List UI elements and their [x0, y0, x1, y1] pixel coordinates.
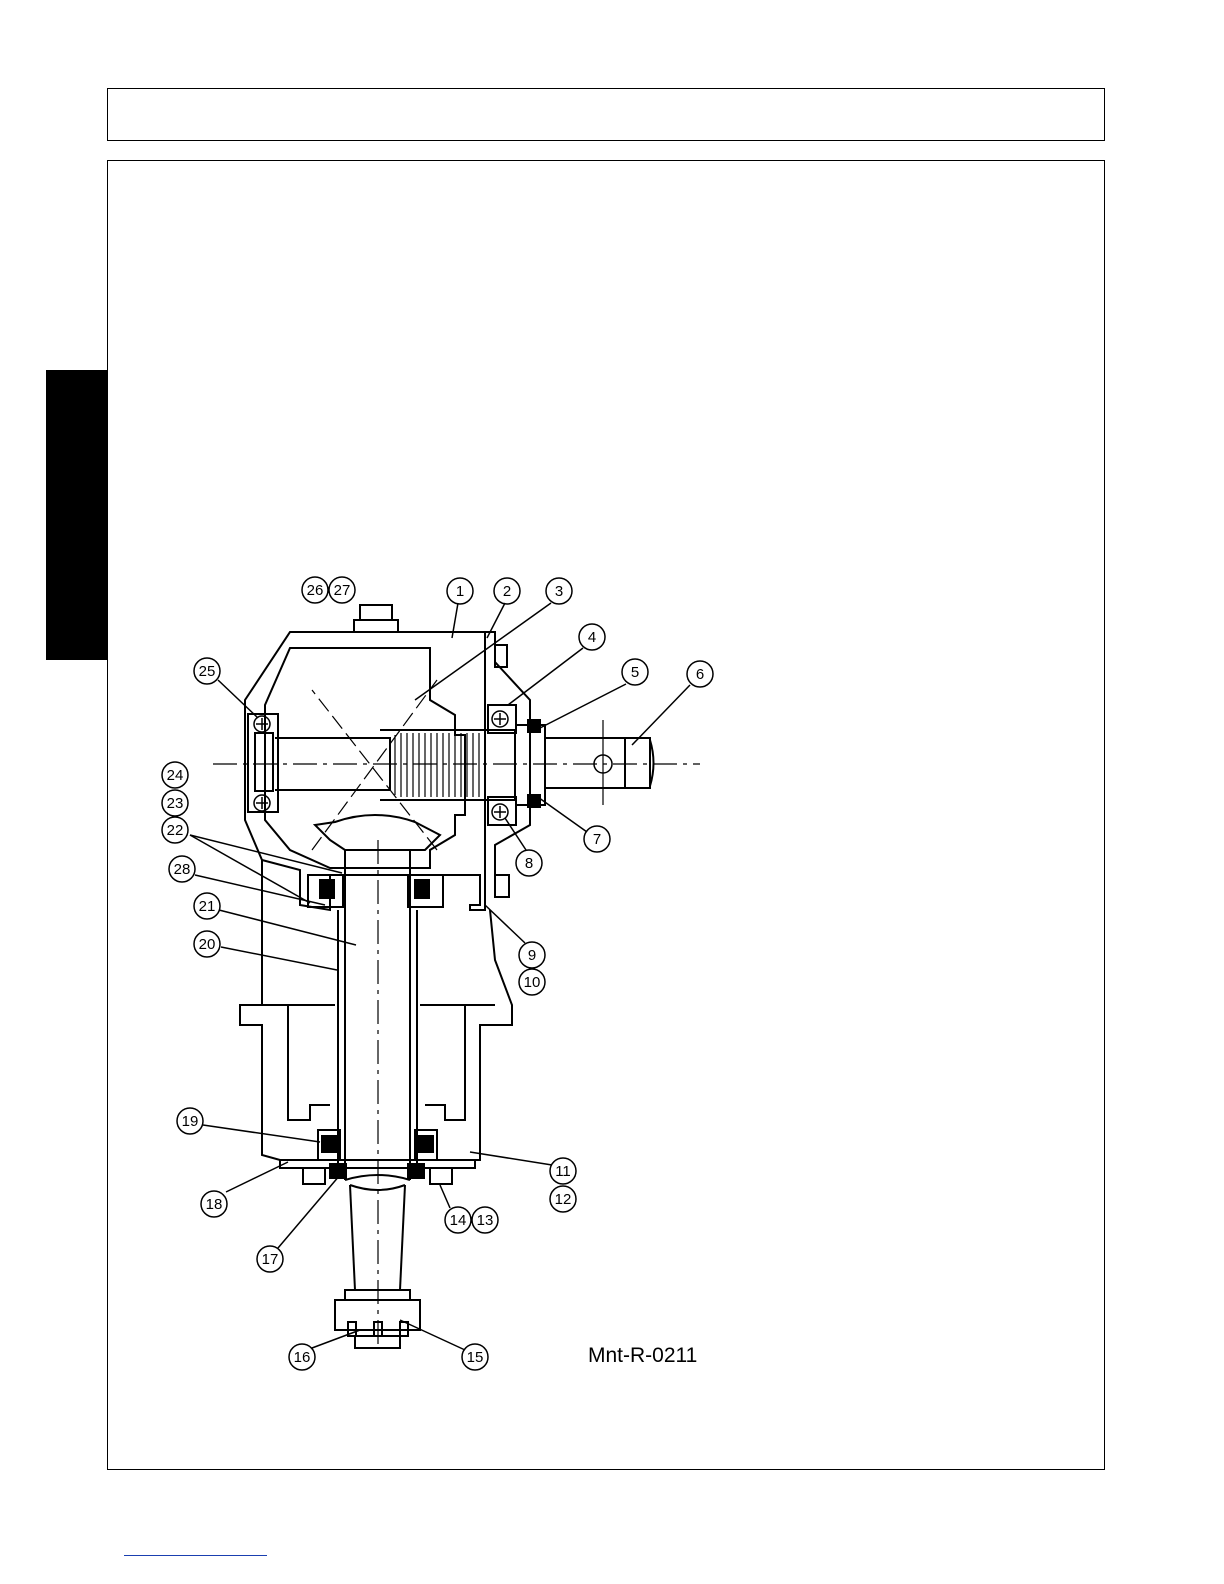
svg-text:19: 19 — [182, 1113, 199, 1130]
svg-text:24: 24 — [167, 767, 184, 784]
callout-12: 12 — [550, 1186, 576, 1212]
svg-text:22: 22 — [167, 822, 184, 839]
svg-text:23: 23 — [167, 795, 184, 812]
callout-6: 6 — [687, 661, 713, 687]
figure-label: Mnt-R-0211 — [588, 1344, 697, 1368]
svg-text:27: 27 — [334, 582, 351, 599]
gearbox-housing — [240, 605, 530, 1168]
svg-text:26: 26 — [307, 582, 324, 599]
callout-1: 1 — [447, 578, 473, 604]
callout-4: 4 — [579, 624, 605, 650]
callout-3: 3 — [546, 578, 572, 604]
svg-text:2: 2 — [503, 583, 511, 600]
callout-26: 26 — [302, 577, 328, 603]
callout-22: 22 — [162, 817, 188, 843]
callout-15: 15 — [462, 1344, 488, 1370]
svg-text:15: 15 — [467, 1349, 484, 1366]
callout-8: 8 — [516, 850, 542, 876]
svg-text:12: 12 — [555, 1191, 572, 1208]
callout-24: 24 — [162, 762, 188, 788]
callout-11: 11 — [550, 1158, 576, 1184]
callout-28: 28 — [169, 856, 195, 882]
callout-23: 23 — [162, 790, 188, 816]
svg-text:17: 17 — [262, 1251, 279, 1268]
callout-20: 20 — [194, 931, 220, 957]
callout-5: 5 — [622, 659, 648, 685]
callout-10: 10 — [519, 969, 545, 995]
svg-text:21: 21 — [199, 898, 216, 915]
bevel-gear — [308, 680, 443, 907]
callout-18: 18 — [201, 1191, 227, 1217]
svg-text:6: 6 — [696, 666, 704, 683]
svg-text:28: 28 — [174, 861, 191, 878]
svg-text:14: 14 — [450, 1212, 467, 1229]
callout-21: 21 — [194, 893, 220, 919]
callout-25: 25 — [194, 658, 220, 684]
callout-9: 9 — [519, 942, 545, 968]
output-shaft — [303, 840, 452, 1350]
svg-text:9: 9 — [528, 947, 536, 964]
input-shaft — [213, 705, 700, 825]
svg-text:20: 20 — [199, 936, 216, 953]
svg-text:7: 7 — [593, 831, 601, 848]
svg-text:13: 13 — [477, 1212, 494, 1229]
callout-17: 17 — [257, 1246, 283, 1272]
svg-text:18: 18 — [206, 1196, 223, 1213]
svg-text:5: 5 — [631, 664, 639, 681]
svg-text:4: 4 — [588, 629, 596, 646]
svg-text:8: 8 — [525, 855, 533, 872]
callout-13: 13 — [472, 1207, 498, 1233]
svg-text:10: 10 — [524, 974, 541, 991]
callout-19: 19 — [177, 1108, 203, 1134]
svg-text:11: 11 — [555, 1163, 571, 1180]
svg-text:16: 16 — [294, 1349, 311, 1366]
svg-text:3: 3 — [555, 583, 563, 600]
callout-7: 7 — [584, 826, 610, 852]
callout-16: 16 — [289, 1344, 315, 1370]
callout-14: 14 — [445, 1207, 471, 1233]
bearing-symbols — [254, 711, 508, 820]
svg-text:25: 25 — [199, 663, 216, 680]
callout-bubbles: 1 2 3 4 5 6 7 8 9 10 11 12 13 14 15 16 1… — [162, 577, 713, 1370]
callout-27: 27 — [329, 577, 355, 603]
callout-2: 2 — [494, 578, 520, 604]
svg-text:1: 1 — [456, 583, 464, 600]
